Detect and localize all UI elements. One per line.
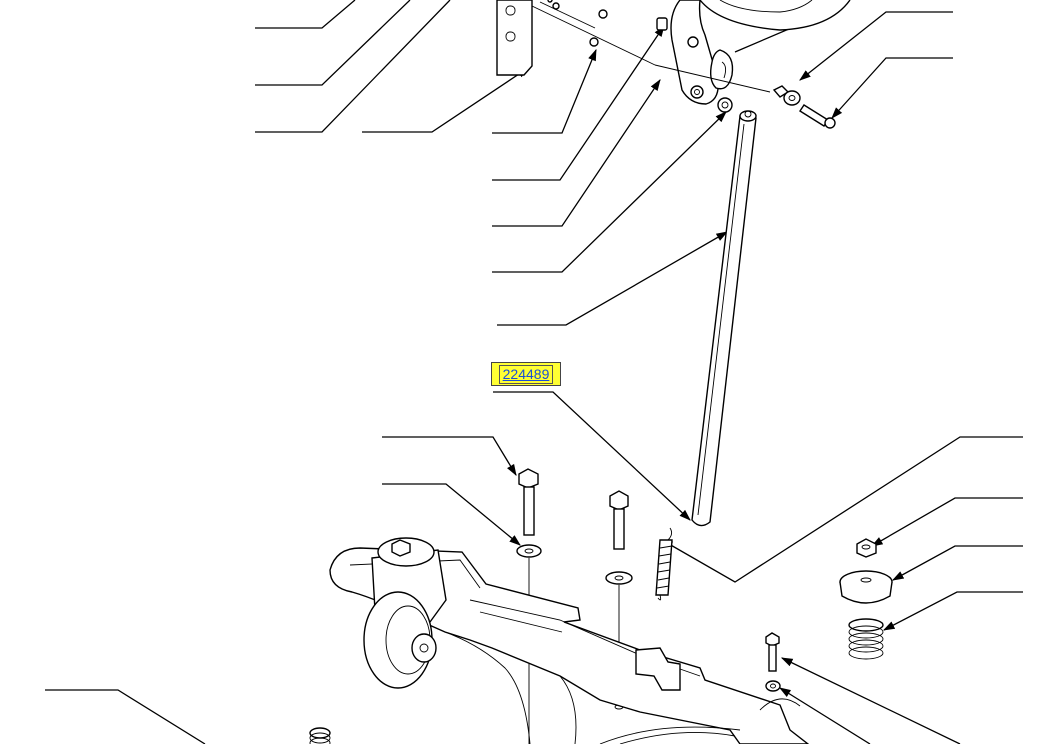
bottom-spring [309, 727, 331, 744]
compression-spring [848, 618, 884, 660]
caster-wheel [363, 537, 447, 689]
leader-line [255, 0, 411, 86]
chassis-frame [329, 547, 810, 744]
leader-line [492, 48, 597, 134]
leader-line [362, 67, 529, 133]
part-number-callout[interactable]: 224489 [491, 362, 561, 386]
leader-line [780, 657, 961, 744]
handle-pivot-assembly [654, 0, 851, 129]
handle-rod [691, 110, 757, 527]
leader-line-highlighted [493, 391, 691, 521]
leader-line [492, 111, 727, 273]
spring-coils [656, 545, 673, 589]
leader-line [660, 436, 1023, 583]
leader-line [255, 0, 356, 29]
leader-lines [45, 0, 1023, 744]
leader-line [831, 57, 953, 119]
part-number-link[interactable]: 224489 [498, 364, 554, 384]
leader-line [492, 79, 661, 227]
leader-line [779, 687, 871, 744]
leader-line [255, 0, 451, 133]
leader-line [382, 483, 521, 546]
mounting-bracket [496, 0, 656, 76]
leader-line [382, 436, 517, 477]
leader-line [497, 231, 729, 326]
leader-line [492, 25, 665, 181]
adjuster-stack [765, 538, 893, 692]
leader-line [882, 591, 1023, 631]
leader-line [891, 545, 1023, 581]
leader-line [45, 689, 206, 744]
leader-line [799, 11, 953, 81]
leader-line [870, 497, 1023, 547]
